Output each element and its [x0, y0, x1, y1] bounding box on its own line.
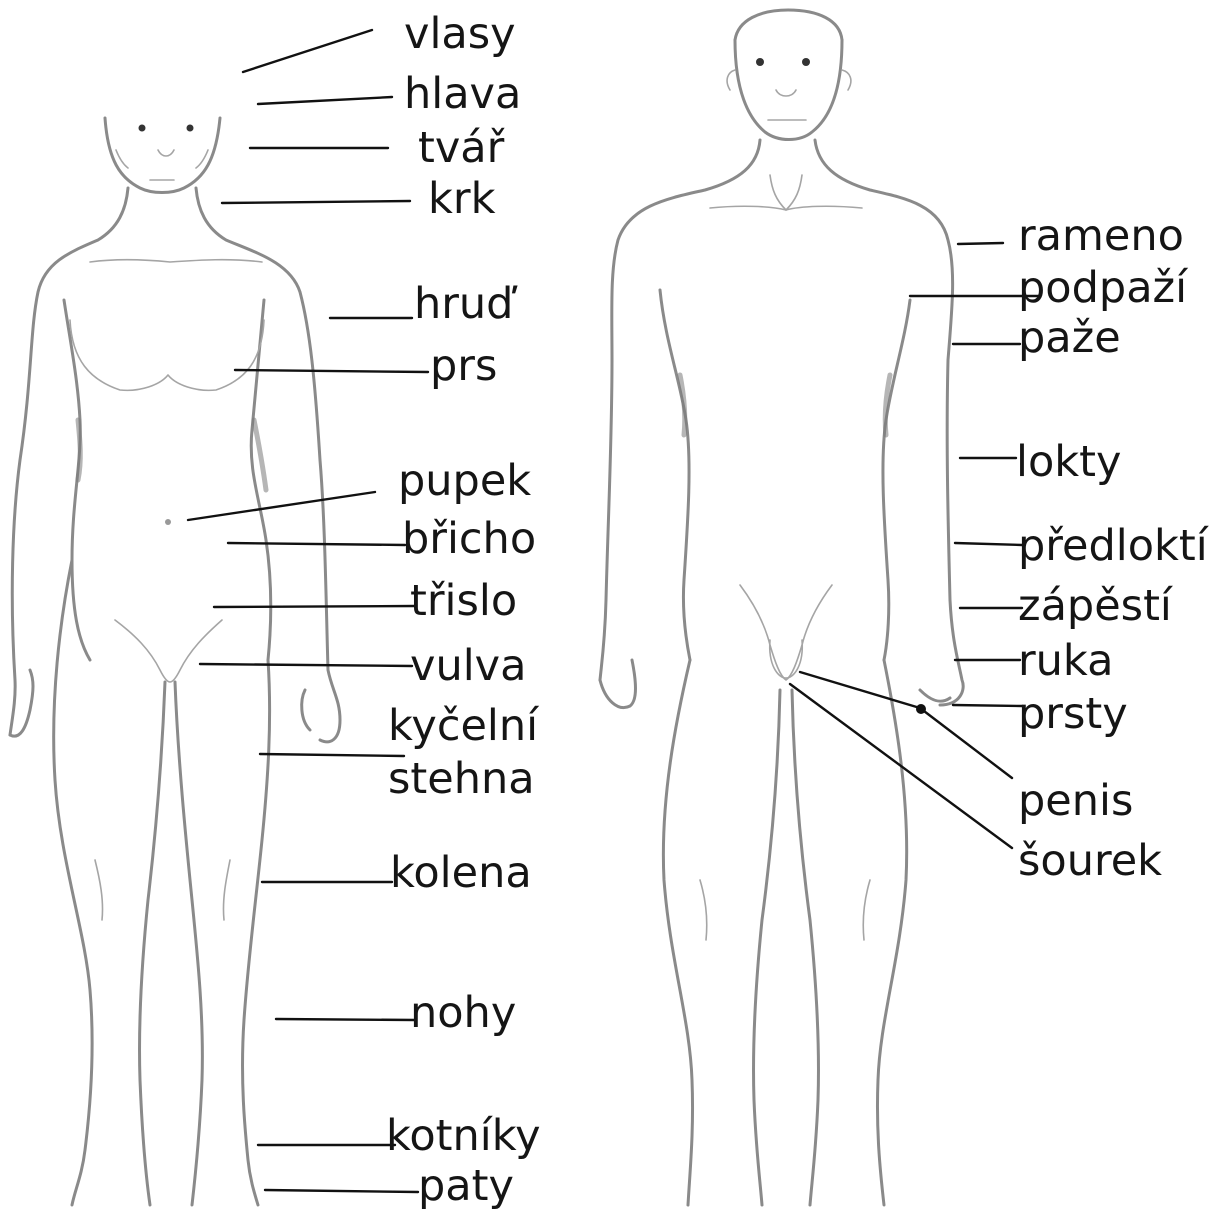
male-figure [600, 10, 963, 1205]
leader-hlava [258, 97, 392, 104]
leader-dot-penis [916, 704, 926, 714]
label-sourek: šourek [1018, 836, 1162, 886]
female-labels: vlasy hlava tvář krk hruď prs pupek břic… [386, 9, 541, 1210]
leader-penis-tip [800, 672, 920, 708]
label-hlava: hlava [404, 69, 521, 119]
label-paze: paže [1018, 313, 1121, 363]
label-bricho: břicho [402, 514, 536, 564]
leader-prs [235, 370, 428, 372]
leader-vulva [200, 664, 412, 666]
label-kotniky: kotníky [386, 1111, 541, 1161]
leader-vlasy [243, 30, 372, 72]
leader-lines [188, 30, 1040, 1192]
label-paty: paty [418, 1161, 514, 1210]
label-lokty: lokty [1016, 437, 1121, 487]
leader-bricho [228, 543, 405, 545]
label-kycelni: kyčelní [388, 701, 540, 751]
leader-sourek [790, 684, 1012, 848]
label-prs: prs [430, 341, 497, 391]
leader-krk [222, 201, 410, 203]
label-zapesti: zápěstí [1018, 581, 1174, 631]
leader-nohy [276, 1019, 415, 1020]
leader-prsty [953, 705, 1022, 706]
label-podpazi: podpaží [1018, 263, 1189, 313]
label-krk: krk [428, 174, 496, 224]
male-labels: rameno podpaží paže lokty předloktí zápě… [1016, 211, 1210, 886]
leader-kycelni [260, 754, 404, 756]
leader-pupek [188, 492, 375, 520]
label-prsty: prsty [1018, 689, 1128, 739]
label-tvar: tvář [418, 123, 506, 173]
label-pupek: pupek [398, 456, 531, 506]
leader-trislo [214, 606, 415, 607]
label-vlasy: vlasy [404, 9, 516, 59]
leader-rameno [958, 243, 1003, 244]
label-vulva: vulva [410, 641, 526, 691]
label-nohy: nohy [410, 988, 516, 1038]
label-penis: penis [1018, 776, 1133, 826]
leader-predlokti [955, 543, 1022, 545]
label-kolena: kolena [390, 848, 532, 898]
leader-paty [265, 1190, 418, 1192]
label-predlokti: předloktí [1018, 521, 1210, 571]
label-rameno: rameno [1018, 211, 1184, 261]
label-stehna: stehna [388, 754, 535, 804]
female-figure [10, 118, 340, 1205]
label-hrud: hruď [414, 279, 518, 329]
leader-penis [920, 708, 1012, 778]
label-trislo: třislo [410, 576, 517, 626]
label-ruka: ruka [1018, 636, 1113, 686]
